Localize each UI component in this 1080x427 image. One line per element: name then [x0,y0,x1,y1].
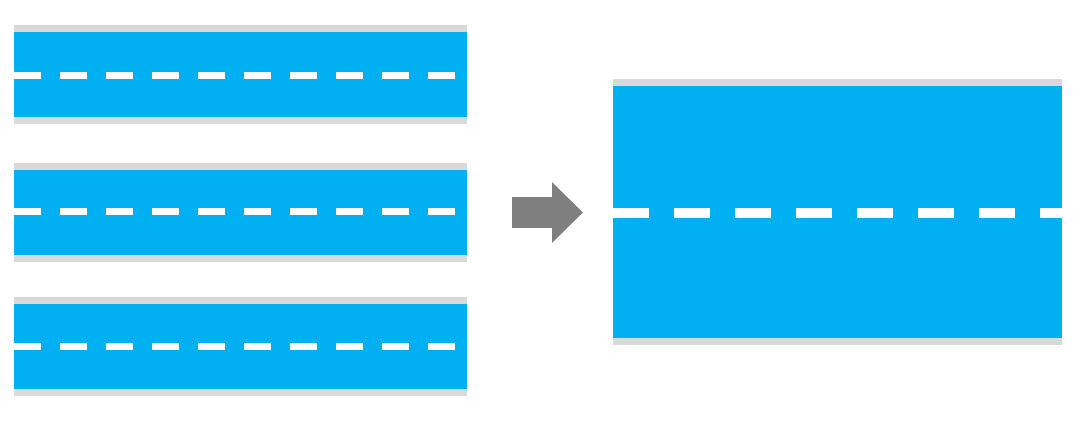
road-shoulder-bottom [14,389,467,396]
source-road-1 [14,25,467,124]
road-shoulder-top [14,163,467,170]
source-road-3 [14,297,467,396]
arrow-right-icon [512,182,583,243]
source-road-2 [14,163,467,262]
merged-road [613,79,1062,345]
road-shoulder-bottom [14,255,467,262]
road-shoulder-top [14,25,467,32]
road-shoulder-bottom [613,338,1062,345]
road-shoulder-top [613,79,1062,86]
road-shoulder-top [14,297,467,304]
road-shoulder-bottom [14,117,467,124]
